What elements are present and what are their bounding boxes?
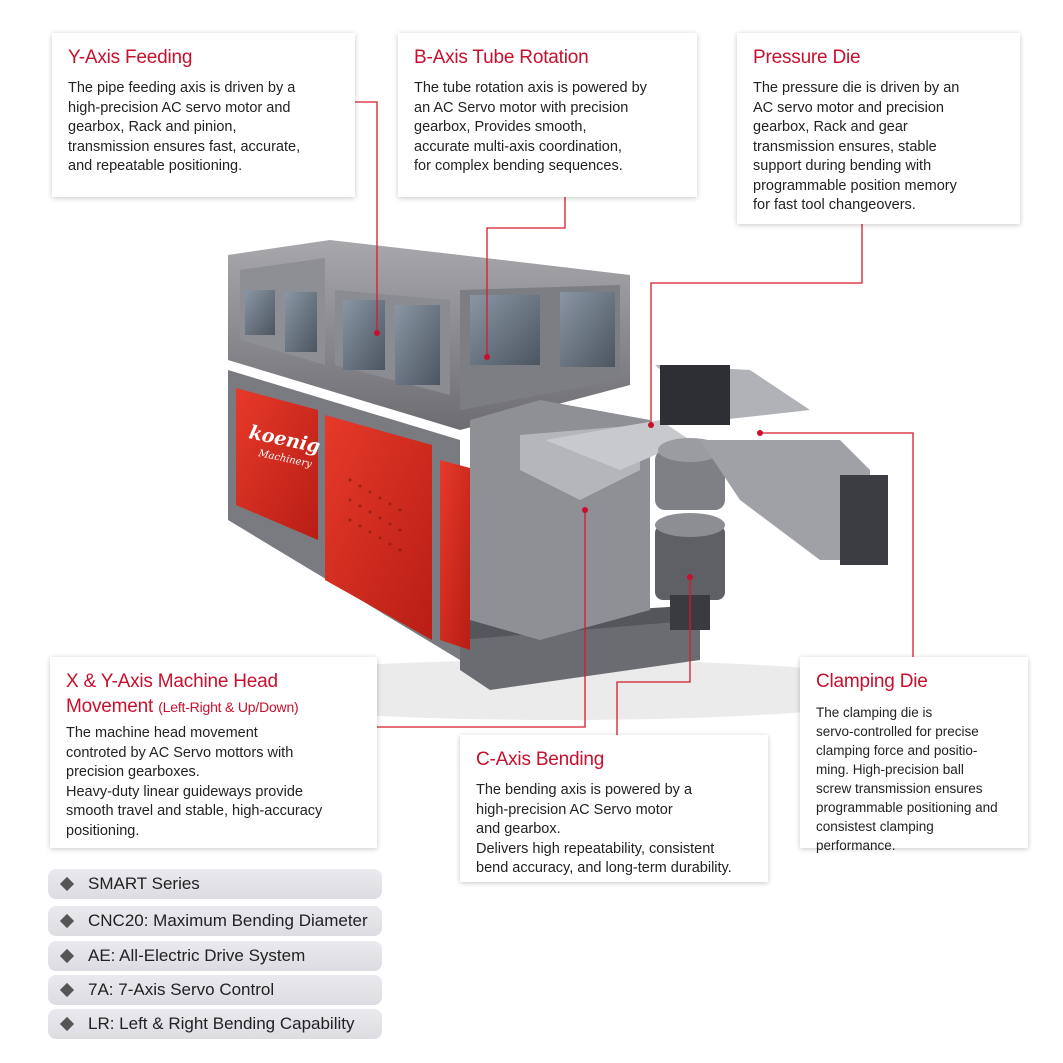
callout-title: C-Axis Bending (476, 749, 605, 770)
connector-b-axis (486, 197, 566, 357)
feature-label: SMART Series (88, 874, 200, 893)
connector-pressure-die (650, 224, 863, 425)
callout-title: B-Axis Tube Rotation (414, 47, 589, 68)
feature-label: CNC20: Maximum Bending Diameter (88, 911, 368, 930)
callout-body: The pressure die is driven by an AC serv… (753, 80, 960, 213)
callout-title: X & Y-Axis Machine Head Movement (Left-R… (66, 669, 361, 720)
connector-c-axis (616, 577, 691, 735)
callout-y-axis-feeding: Y-Axis Feeding The pipe feeding axis is … (52, 33, 355, 197)
callout-xy-machine-head: X & Y-Axis Machine Head Movement (Left-R… (50, 657, 377, 848)
diamond-bullet-icon (59, 948, 75, 964)
callout-pressure-die: Pressure Die The pressure die is driven … (737, 33, 1020, 224)
feature-label: 7A: 7-Axis Servo Control (88, 980, 275, 999)
feature-ae: AE: All-Electric Drive System (48, 941, 382, 971)
callout-title-line2: Movement (66, 696, 154, 717)
feature-label: LR: Left & Right Bending Capability (88, 1014, 355, 1033)
callout-title: Clamping Die (816, 671, 928, 692)
callout-clamping-die: Clamping Die The clamping die is servo-c… (800, 657, 1028, 853)
connector-xy-head (377, 510, 586, 728)
feature-7a: 7A: 7-Axis Servo Control (48, 975, 382, 1005)
callout-subtitle: (Left-Right & Up/Down) (158, 699, 299, 715)
diamond-bullet-icon (59, 913, 75, 929)
connector-clamping-die (760, 432, 914, 657)
callout-body: The bending axis is powered by a high-pr… (476, 782, 732, 876)
feature-smart-series: SMART Series (48, 869, 382, 899)
feature-cnc20: CNC20: Maximum Bending Diameter (48, 906, 382, 936)
feature-label: AE: All-Electric Drive System (88, 946, 306, 965)
diamond-bullet-icon (59, 1016, 75, 1032)
diamond-bullet-icon (59, 982, 75, 998)
connector-y-axis (355, 101, 378, 333)
callout-c-axis-bending: C-Axis Bending The bending axis is power… (460, 735, 768, 882)
diamond-bullet-icon (59, 876, 75, 892)
callout-b-axis-tube-rotation: B-Axis Tube Rotation The tube rotation a… (398, 33, 697, 197)
callout-body: The clamping die is servo-controlled for… (816, 705, 998, 853)
callout-body: The tube rotation axis is powered by an … (414, 80, 647, 174)
callout-body: The machine head movement controted by A… (66, 725, 323, 839)
callout-title: Y-Axis Feeding (68, 47, 193, 68)
callout-title: Pressure Die (753, 47, 861, 68)
feature-lr: LR: Left & Right Bending Capability (48, 1009, 382, 1039)
callout-title-line1: X & Y-Axis Machine Head (66, 671, 278, 692)
callout-body: The pipe feeding axis is driven by a hig… (68, 80, 301, 174)
